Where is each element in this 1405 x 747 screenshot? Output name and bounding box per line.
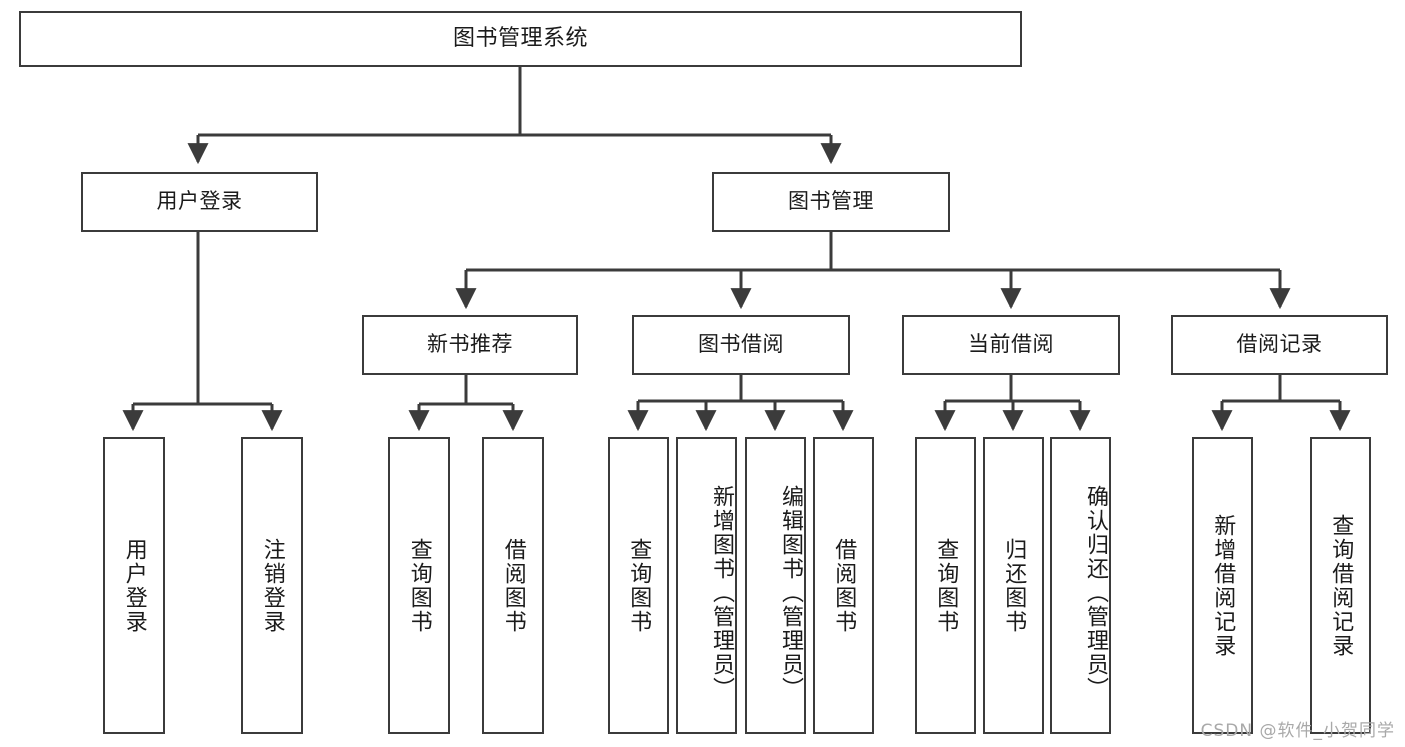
node-label: 借阅图书 [500, 537, 526, 634]
node-label: 借阅图书 [831, 537, 857, 634]
node-label: 用户登录 [156, 189, 243, 214]
leaf-current-confirm-return[interactable]: 确认归还（管理员） [1050, 437, 1111, 734]
node-label: 当前借阅 [968, 332, 1054, 357]
watermark: CSDN @软件_小贺同学 [1200, 721, 1395, 741]
leaf-record-add-record[interactable]: 新增借阅记录 [1192, 437, 1253, 734]
node-label: 确认归还（管理员） [1083, 484, 1108, 701]
node-label: 注销登录 [259, 537, 285, 634]
node-current-borrow[interactable]: 当前借阅 [902, 315, 1120, 375]
node-root-system[interactable]: 图书管理系统 [19, 11, 1022, 67]
node-label: 新书推荐 [427, 332, 513, 357]
node-label: 借阅记录 [1236, 332, 1323, 357]
leaf-user-logout[interactable]: 注销登录 [241, 437, 303, 734]
node-label: 查询图书 [406, 537, 432, 634]
leaf-borrow-edit-book[interactable]: 编辑图书（管理员） [745, 437, 806, 734]
leaf-record-query-record[interactable]: 查询借阅记录 [1310, 437, 1371, 734]
node-label: 用户登录 [121, 537, 147, 634]
leaf-current-return-book[interactable]: 归还图书 [983, 437, 1044, 734]
node-label: 图书借阅 [698, 332, 784, 357]
node-book-borrow[interactable]: 图书借阅 [632, 315, 850, 375]
node-borrow-record[interactable]: 借阅记录 [1171, 315, 1388, 375]
leaf-borrow-query-book[interactable]: 查询图书 [608, 437, 669, 734]
node-label: 新增借阅记录 [1210, 513, 1236, 658]
node-label: 查询图书 [933, 537, 959, 634]
node-new-book-recommend[interactable]: 新书推荐 [362, 315, 578, 375]
node-label: 查询借阅记录 [1328, 513, 1354, 658]
node-label: 查询图书 [626, 537, 652, 634]
node-book-management[interactable]: 图书管理 [712, 172, 950, 232]
node-label: 新增图书（管理员） [709, 484, 734, 701]
leaf-recommend-borrow-book[interactable]: 借阅图书 [482, 437, 544, 734]
leaf-recommend-query-book[interactable]: 查询图书 [388, 437, 450, 734]
node-user-login[interactable]: 用户登录 [81, 172, 318, 232]
leaf-borrow-borrow-book[interactable]: 借阅图书 [813, 437, 874, 734]
node-label: 归还图书 [1001, 537, 1027, 634]
leaf-borrow-add-book[interactable]: 新增图书（管理员） [676, 437, 737, 734]
leaf-user-login[interactable]: 用户登录 [103, 437, 165, 734]
node-label: 图书管理系统 [452, 25, 588, 51]
node-label: 编辑图书（管理员） [778, 484, 803, 701]
leaf-current-query-book[interactable]: 查询图书 [915, 437, 976, 734]
node-label: 图书管理 [788, 189, 874, 214]
